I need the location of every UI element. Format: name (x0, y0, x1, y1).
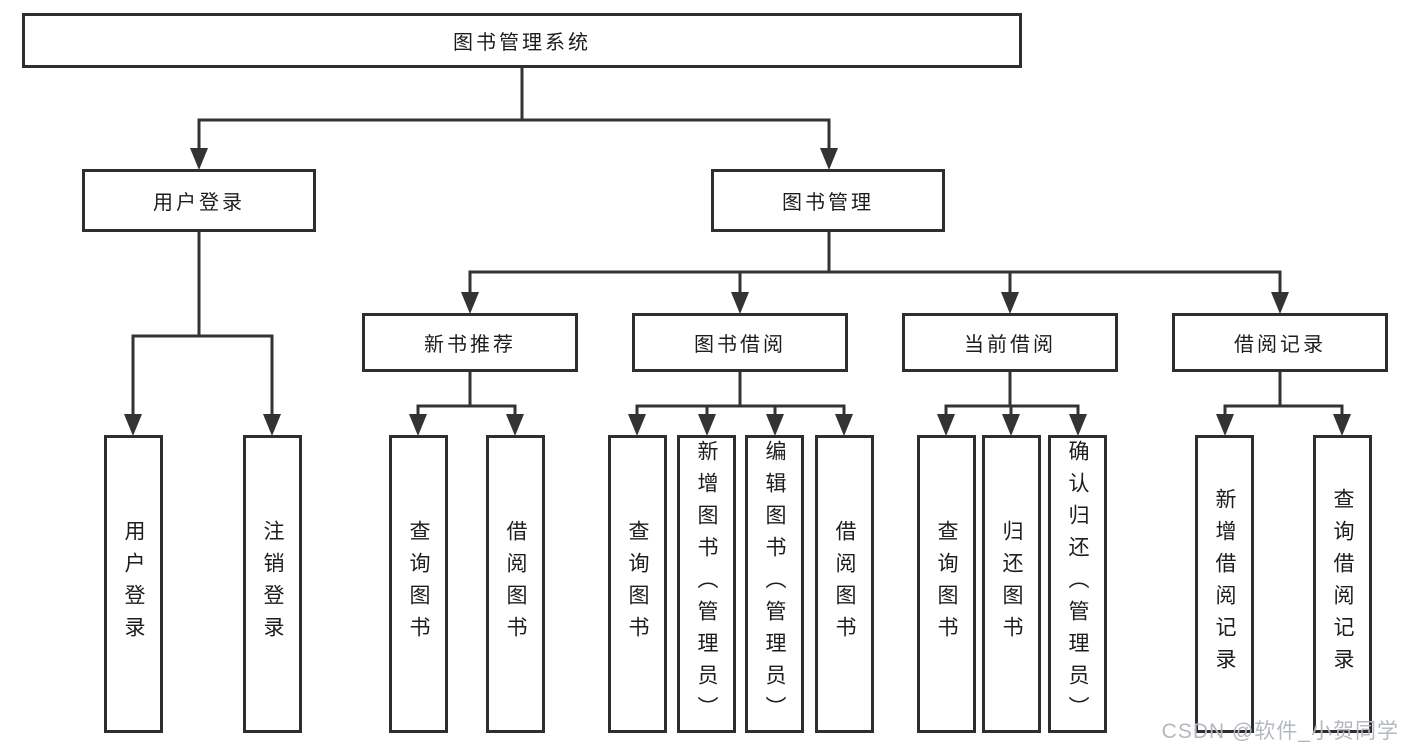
node-book-management: 图书管理 (711, 169, 945, 232)
leaf-query-borrow-record: 查询借阅记录 (1313, 435, 1372, 733)
leaf-confirm-return-admin: 确认归还（管理员） (1048, 435, 1107, 733)
node-new-book-recommend: 新书推荐 (362, 313, 578, 372)
leaf-query-books-recommend: 查询图书 (389, 435, 448, 733)
leaf-query-books-current: 查询图书 (917, 435, 976, 733)
leaf-query-books-borrowing: 查询图书 (608, 435, 667, 733)
leaf-borrow-books-recommend: 借阅图书 (486, 435, 545, 733)
node-current-borrowing: 当前借阅 (902, 313, 1118, 372)
leaf-edit-books-admin: 编辑图书（管理员） (745, 435, 804, 733)
node-borrowing-records: 借阅记录 (1172, 313, 1388, 372)
node-user-login: 用户登录 (82, 169, 316, 232)
leaf-logout: 注销登录 (243, 435, 302, 733)
leaf-borrow-books-borrowing: 借阅图书 (815, 435, 874, 733)
leaf-return-books: 归还图书 (982, 435, 1041, 733)
watermark: CSDN @软件_小贺同学 (1161, 720, 1399, 743)
leaf-user-login: 用户登录 (104, 435, 163, 733)
leaf-add-books-admin: 新增图书（管理员） (677, 435, 736, 733)
node-root: 图书管理系统 (22, 13, 1022, 68)
leaf-add-borrow-record: 新增借阅记录 (1195, 435, 1254, 733)
node-book-borrowing: 图书借阅 (632, 313, 848, 372)
